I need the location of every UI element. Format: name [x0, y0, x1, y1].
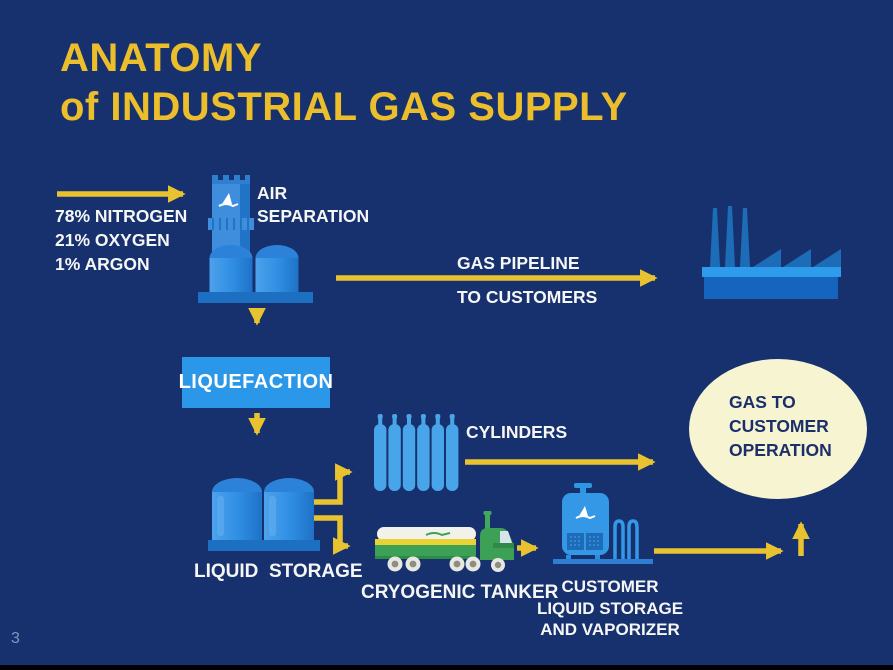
- gas-to-customer-label: GAS TO CUSTOMER OPERATION: [729, 390, 832, 462]
- page-title: ANATOMY of INDUSTRIAL GAS SUPPLY: [60, 34, 628, 132]
- oxygen-pct: 21% OXYGEN: [55, 230, 170, 250]
- bottom-bar: [0, 665, 893, 670]
- nitrogen-pct: 78% NITROGEN: [55, 206, 188, 226]
- gas-pipeline-label: GAS PIPELINE: [457, 253, 580, 273]
- customer-storage-line3: AND VAPORIZER: [540, 620, 680, 639]
- storage-tanks-icon: [208, 478, 320, 551]
- gas-to-customer-line1: GAS TO: [729, 392, 796, 412]
- cryogenic-tanker-label: CRYOGENIC TANKER: [361, 582, 559, 603]
- gas-to-customer-line2: CUSTOMER: [729, 416, 829, 436]
- customer-storage-label: CUSTOMER LIQUID STORAGE AND VAPORIZER: [535, 576, 685, 641]
- argon-pct: 1% ARGON: [55, 254, 150, 274]
- gas-cylinders-icon: [374, 414, 459, 491]
- customer-storage-line1: CUSTOMER: [561, 577, 659, 596]
- air-separation-line1: AIR: [257, 183, 288, 203]
- air-separation-line2: SEPARATION: [257, 206, 370, 226]
- gas-to-customer-line3: OPERATION: [729, 440, 832, 460]
- gas-to-customer-ellipse: GAS TO CUSTOMER OPERATION: [689, 359, 867, 499]
- customer-tank-vaporizer-icon: [553, 483, 653, 564]
- air-separation-plant-icon: [198, 175, 313, 303]
- title-line-1: ANATOMY: [60, 36, 263, 80]
- factory-icon: [702, 206, 841, 299]
- to-customers-label: TO CUSTOMERS: [457, 287, 598, 307]
- liquefaction-box: LIQUEFACTION: [179, 357, 333, 408]
- page-number: 3: [11, 630, 20, 647]
- air-separation-label: AIR SEPARATION: [257, 182, 369, 228]
- tanker-truck-icon: [375, 511, 514, 572]
- customer-storage-line2: LIQUID STORAGE: [536, 598, 684, 618]
- liquefaction-label: LIQUEFACTION: [178, 371, 334, 393]
- air-composition: 78% NITROGEN 21% OXYGEN 1% ARGON: [55, 204, 187, 276]
- title-line-2: of INDUSTRIAL GAS SUPPLY: [60, 85, 628, 129]
- cylinders-label: CYLINDERS: [466, 422, 568, 442]
- liquid-storage-label: LIQUID STORAGE: [194, 561, 363, 582]
